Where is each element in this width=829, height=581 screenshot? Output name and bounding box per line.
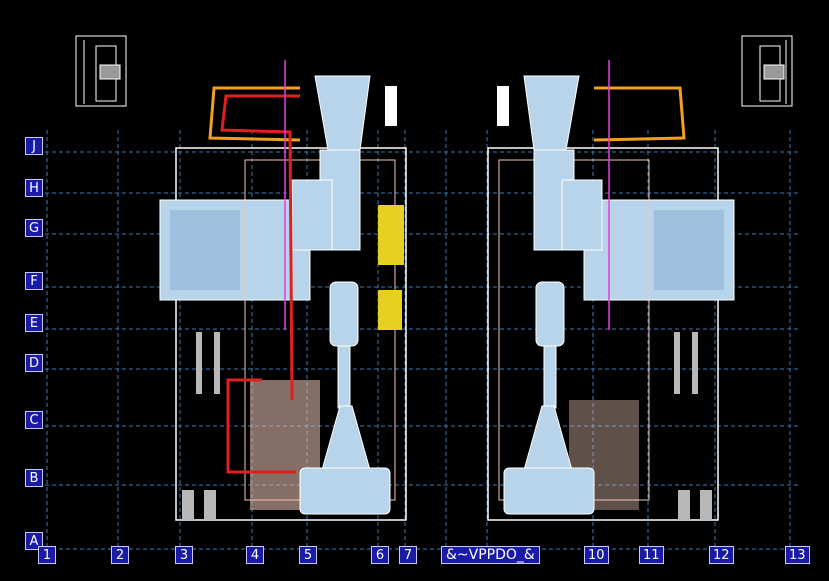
grid-row-label-e: E — [25, 314, 43, 332]
grid-col-label-13: 13 — [785, 546, 810, 564]
grid-row-label-b: B — [25, 469, 43, 487]
grid-col-label-1: 1 — [38, 546, 56, 564]
grid-row-label-h: H — [25, 179, 43, 197]
unit-right — [487, 60, 735, 521]
grid-col-label-12: 12 — [709, 546, 734, 564]
grid-col-label-6: 6 — [371, 546, 389, 564]
grid-col-label-10: 10 — [584, 546, 609, 564]
grid-col-label-3: 3 — [175, 546, 193, 564]
key-plan-left — [75, 35, 127, 107]
grid-col-label-7: 7 — [399, 546, 417, 564]
grid-col-label-11: 11 — [639, 546, 664, 564]
grid-col-label-5: 5 — [299, 546, 317, 564]
grid-col-label-4: 4 — [246, 546, 264, 564]
grid-row-label-j: J — [25, 137, 43, 155]
grid-col-label-center: &~VPPDO_& — [441, 546, 540, 564]
pipes-left — [208, 60, 301, 474]
key-plan-right — [741, 35, 793, 107]
grid-row-label-d: D — [25, 354, 43, 372]
pumps-left — [182, 332, 220, 520]
grid-row-label-g: G — [25, 219, 43, 237]
grid-row-label-c: C — [25, 411, 43, 429]
grid-row-label-a: A — [25, 532, 43, 550]
grid-col-label-2: 2 — [111, 546, 129, 564]
turbine-left — [291, 75, 391, 515]
unit-left — [159, 60, 407, 521]
turbine-right — [503, 75, 603, 515]
grid-row-label-f: F — [25, 272, 43, 290]
